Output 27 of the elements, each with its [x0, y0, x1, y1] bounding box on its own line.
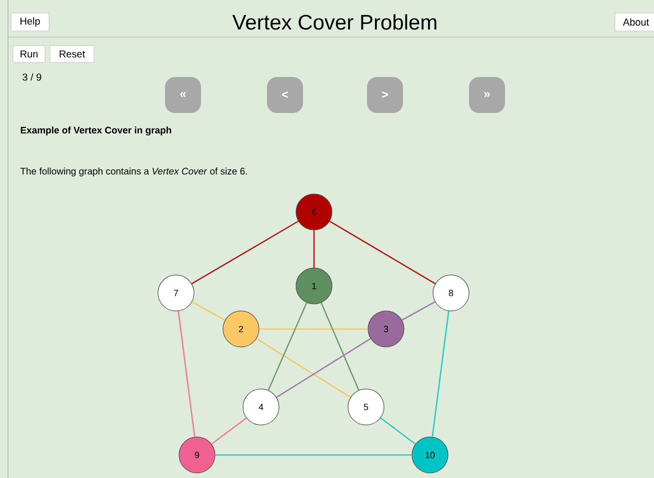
nav-button: » [469, 77, 505, 113]
edge [313, 230, 315, 268]
edge [276, 338, 371, 398]
edge [329, 220, 436, 284]
edge [192, 301, 226, 321]
edge [268, 302, 308, 390]
counter-text: 3 / 9 [22, 73, 42, 81]
edge [402, 301, 436, 321]
nav-button: < [267, 77, 303, 113]
edge [178, 311, 196, 437]
edge [256, 338, 351, 398]
title: Vertex Cover Problem [232, 14, 436, 30]
edge [215, 454, 412, 456]
edge [432, 311, 450, 437]
edge [259, 328, 368, 330]
edge [191, 220, 299, 284]
description-text: The following graph contains a Vertex Cover of size 6. [20, 168, 247, 176]
button: About [614, 12, 654, 32]
edge [211, 417, 247, 445]
button: Run [12, 45, 46, 63]
button: Reset [50, 45, 94, 63]
nav-button: « [165, 77, 201, 113]
nav-button: > [367, 77, 403, 113]
edge [380, 417, 416, 445]
button: Help [10, 12, 50, 32]
edge [320, 302, 360, 390]
heading: Example of Vertex Cover in graph [20, 126, 172, 136]
